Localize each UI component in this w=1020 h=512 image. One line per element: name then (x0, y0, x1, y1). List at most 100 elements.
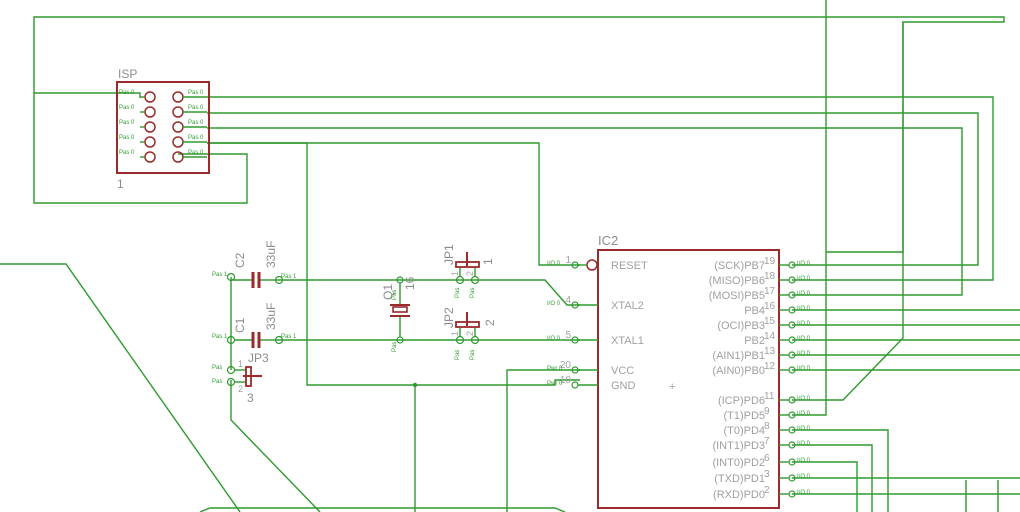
isp-pin-type: Pas 0 (188, 120, 204, 126)
pin-type: I/O 0 (797, 426, 811, 432)
pin-name: PB2 (744, 335, 765, 347)
pin-end (788, 336, 796, 344)
jp2-pin-b-type: Pas (470, 350, 476, 360)
wire-isp-to-reset (207, 142, 580, 266)
isp-pin (144, 106, 156, 118)
isp-pin-type: Pas 0 (119, 120, 135, 126)
isp-pin-type: Pas 0 (119, 135, 135, 141)
pin-name: XTAL2 (611, 300, 644, 312)
pin-name: (OCI)PB3 (717, 320, 765, 332)
jp3-pin-b-num: 2 (238, 384, 243, 394)
jp1-label: JP1 (442, 244, 456, 265)
jp1-value: 1 (481, 258, 495, 265)
pin-end (788, 441, 796, 449)
pin-number: 12 (764, 361, 776, 372)
c1-label: C1 (233, 317, 247, 333)
pin-name: (INT0)PD2 (712, 457, 765, 469)
pin-name: PB4 (744, 305, 765, 317)
isp-header: ISP 1 Pas 0 Pas 0 (116, 67, 210, 191)
pin-end (788, 474, 796, 482)
pin-type: I/O 0 (547, 336, 561, 342)
isp-pin1-label: 1 (117, 177, 124, 191)
pin-type: I/O 0 (797, 261, 811, 267)
pin-type: I/O 0 (547, 261, 561, 267)
isp-pin-type: Pas 0 (119, 105, 135, 111)
isp-pin (172, 121, 184, 133)
pin-type: I/O 0 (797, 276, 811, 282)
isp-pin-stubs (140, 96, 207, 158)
jp3-pin-a-num: 1 (238, 359, 243, 369)
wire-isp-outer-loop (33, 92, 248, 204)
junction-gnd (412, 382, 418, 388)
jp3-pin-a-type: Pas (212, 365, 222, 371)
wire-diag-left (0, 263, 241, 512)
q1-pin-b-type: Pas (392, 342, 398, 352)
isp-body (116, 81, 210, 174)
pin-number: 6 (764, 453, 770, 464)
jp3-pin-b-type: Pas (212, 379, 222, 385)
jp3-value: 3 (247, 391, 254, 405)
isp-pin (144, 121, 156, 133)
pin-number: 11 (764, 391, 775, 402)
jumper-jp2: JP2 2 1 2 Pas Pas (442, 307, 497, 360)
isp-label: ISP (118, 67, 137, 81)
pin-end (788, 458, 796, 466)
pin-number: 3 (764, 469, 770, 480)
pin-number: 7 (764, 436, 770, 447)
pin-name: VCC (611, 365, 634, 377)
wire-vcc (506, 369, 580, 512)
jp2-pin-a-type: Pas (455, 350, 461, 360)
pin-end (788, 351, 796, 359)
pin-type: I/O 0 (797, 291, 811, 297)
pin-end (788, 366, 796, 374)
pin-name: (AIN1)PB1 (712, 350, 765, 362)
pin-number: 16 (764, 301, 776, 312)
pin-type: I/O 0 (797, 306, 811, 312)
pin-end (788, 261, 796, 269)
isp-pin-type: Pas 0 (119, 150, 135, 156)
pin-end (571, 301, 579, 309)
jp2-pin-b-num: 2 (465, 331, 475, 336)
c1-value: 33uF (264, 303, 278, 330)
pin-end (788, 321, 796, 329)
wire-pd6 (792, 22, 904, 401)
pin-name: (INT1)PD3 (712, 440, 765, 452)
isp-pins (144, 91, 184, 163)
jp2-pin-a-num: 1 (450, 331, 460, 336)
jp2-label: JP2 (442, 307, 456, 328)
jp3-label: JP3 (248, 351, 269, 365)
pin-name: (RXD)PD0 (713, 489, 765, 501)
isp-pin-type: Pas 0 (188, 135, 204, 141)
c2-value: 33uF (264, 241, 278, 268)
pin-end (788, 411, 796, 419)
wire-jp3-left (230, 380, 321, 512)
isp-pin (172, 106, 184, 118)
c2-label: C2 (233, 252, 247, 268)
pin-type: I/O 0 (797, 411, 811, 417)
wire-isp-to-pb6 (207, 96, 994, 281)
pin-number: 9 (764, 406, 770, 417)
pin-type: I/O 0 (797, 458, 811, 464)
isp-pin-type: Pas 0 (188, 150, 204, 156)
pin-name: (T0)PD4 (723, 425, 765, 437)
pin-name: RESET (611, 260, 648, 272)
ic2-pin-int0pd2: 6(INT0)PD2 I/O 0 (712, 453, 810, 469)
pin-type: Pwr 0 (547, 366, 563, 372)
pin-end (788, 426, 796, 434)
capacitor-c1: C1 33uF Pas 1 Pas 1 (212, 303, 297, 348)
ic2-plus-mark: + (669, 381, 675, 393)
pin-number: 18 (764, 271, 776, 282)
jp1-pin-a-type: Pas (455, 288, 461, 298)
